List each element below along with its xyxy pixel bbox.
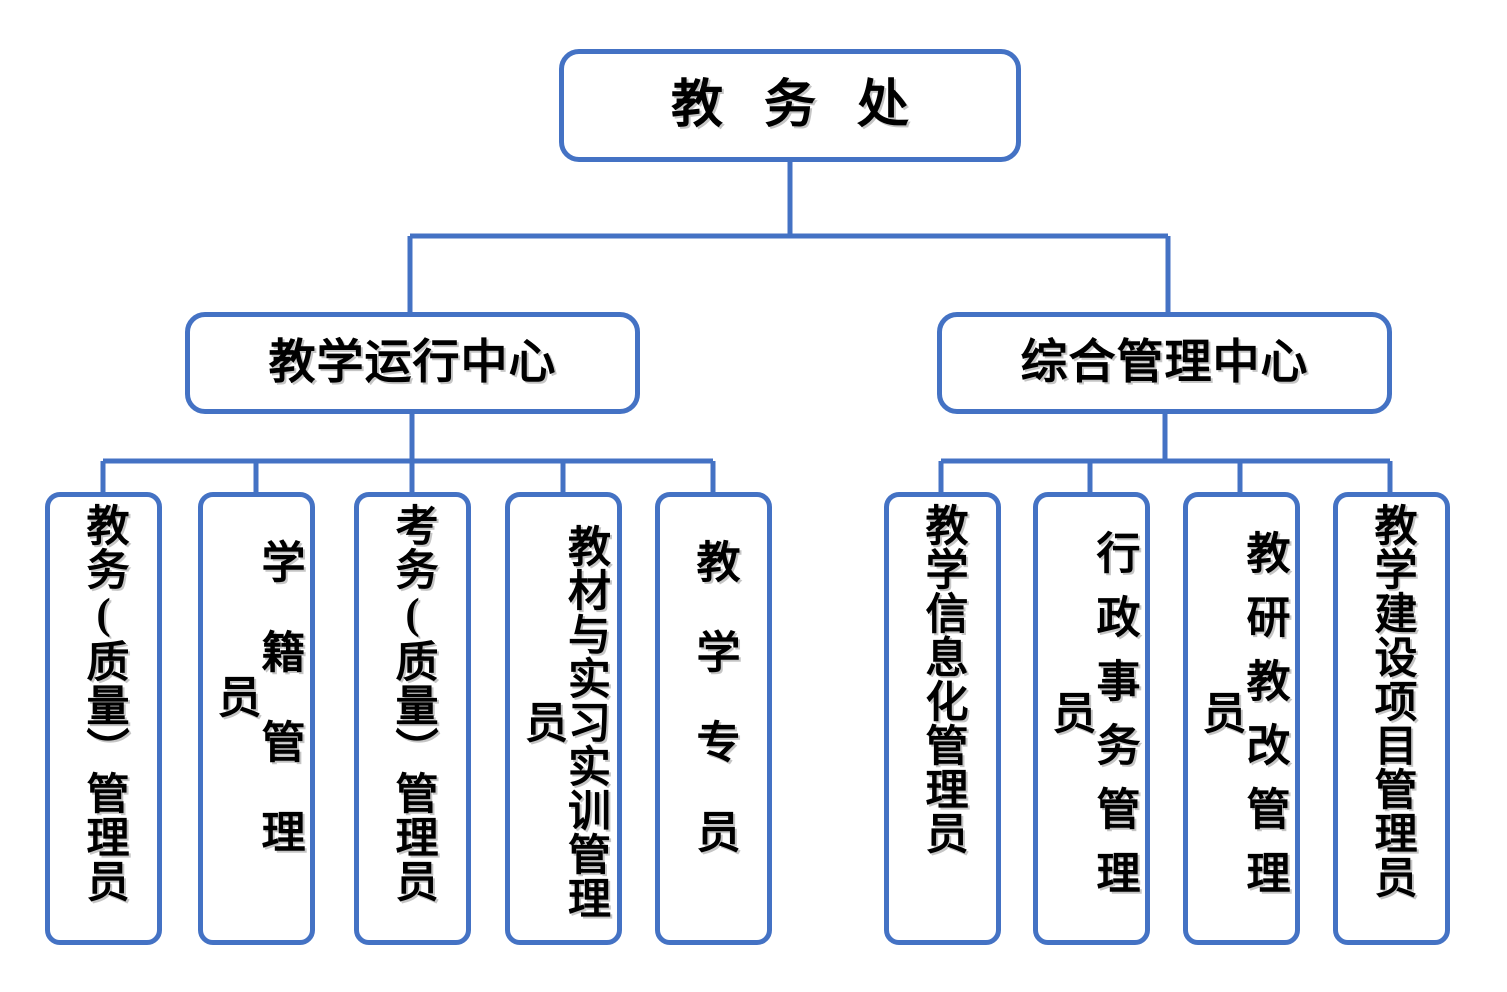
node-leaf-academic-affairs-quality-admin[interactable]: 教务(质量）管理员 <box>45 492 162 945</box>
node-leaf-administrative-affairs-admin-label: 行政事务管理员 <box>1045 529 1139 914</box>
node-root[interactable]: 教 务 处 <box>559 49 1021 162</box>
node-leaf-exam-affairs-quality-admin[interactable]: 考务(质量）管理员 <box>354 492 471 945</box>
node-leaf-student-status-admin-label: 学籍管理员 <box>210 538 304 899</box>
node-leaf-teaching-construction-project-admin[interactable]: 教学建设项目管理员 <box>1333 492 1450 945</box>
node-center-teaching-operations[interactable]: 教学运行中心 <box>185 312 640 414</box>
node-leaf-academic-affairs-quality-admin-label: 教务(质量）管理员 <box>80 503 127 903</box>
node-center-comprehensive-management-label: 综合管理中心 <box>1020 336 1309 389</box>
node-leaf-teaching-research-reform-admin-label: 教研教改管理员 <box>1195 529 1289 914</box>
node-leaf-textbook-internship-training-admin-label: 教材与实习实训管理员 <box>518 523 609 920</box>
node-leaf-teaching-research-reform-admin[interactable]: 教研教改管理员 <box>1183 492 1300 945</box>
node-leaf-exam-affairs-quality-admin-label: 考务(质量）管理员 <box>389 503 436 903</box>
node-leaf-teaching-construction-project-admin-label: 教学建设项目管理员 <box>1368 503 1415 899</box>
node-leaf-teaching-informatization-admin-label: 教学信息化管理员 <box>919 503 966 855</box>
node-leaf-teaching-specialist[interactable]: 教学专员 <box>655 492 772 945</box>
node-leaf-student-status-admin[interactable]: 学籍管理员 <box>198 492 315 945</box>
node-leaf-teaching-specialist-label: 教学专员 <box>689 538 739 899</box>
node-leaf-administrative-affairs-admin[interactable]: 行政事务管理员 <box>1033 492 1150 945</box>
node-center-teaching-operations-label: 教学运行中心 <box>268 336 557 389</box>
node-root-label: 教 务 处 <box>670 76 923 134</box>
node-leaf-teaching-informatization-admin[interactable]: 教学信息化管理员 <box>884 492 1001 945</box>
node-center-comprehensive-management[interactable]: 综合管理中心 <box>937 312 1392 414</box>
node-leaf-textbook-internship-training-admin[interactable]: 教材与实习实训管理员 <box>505 492 622 945</box>
